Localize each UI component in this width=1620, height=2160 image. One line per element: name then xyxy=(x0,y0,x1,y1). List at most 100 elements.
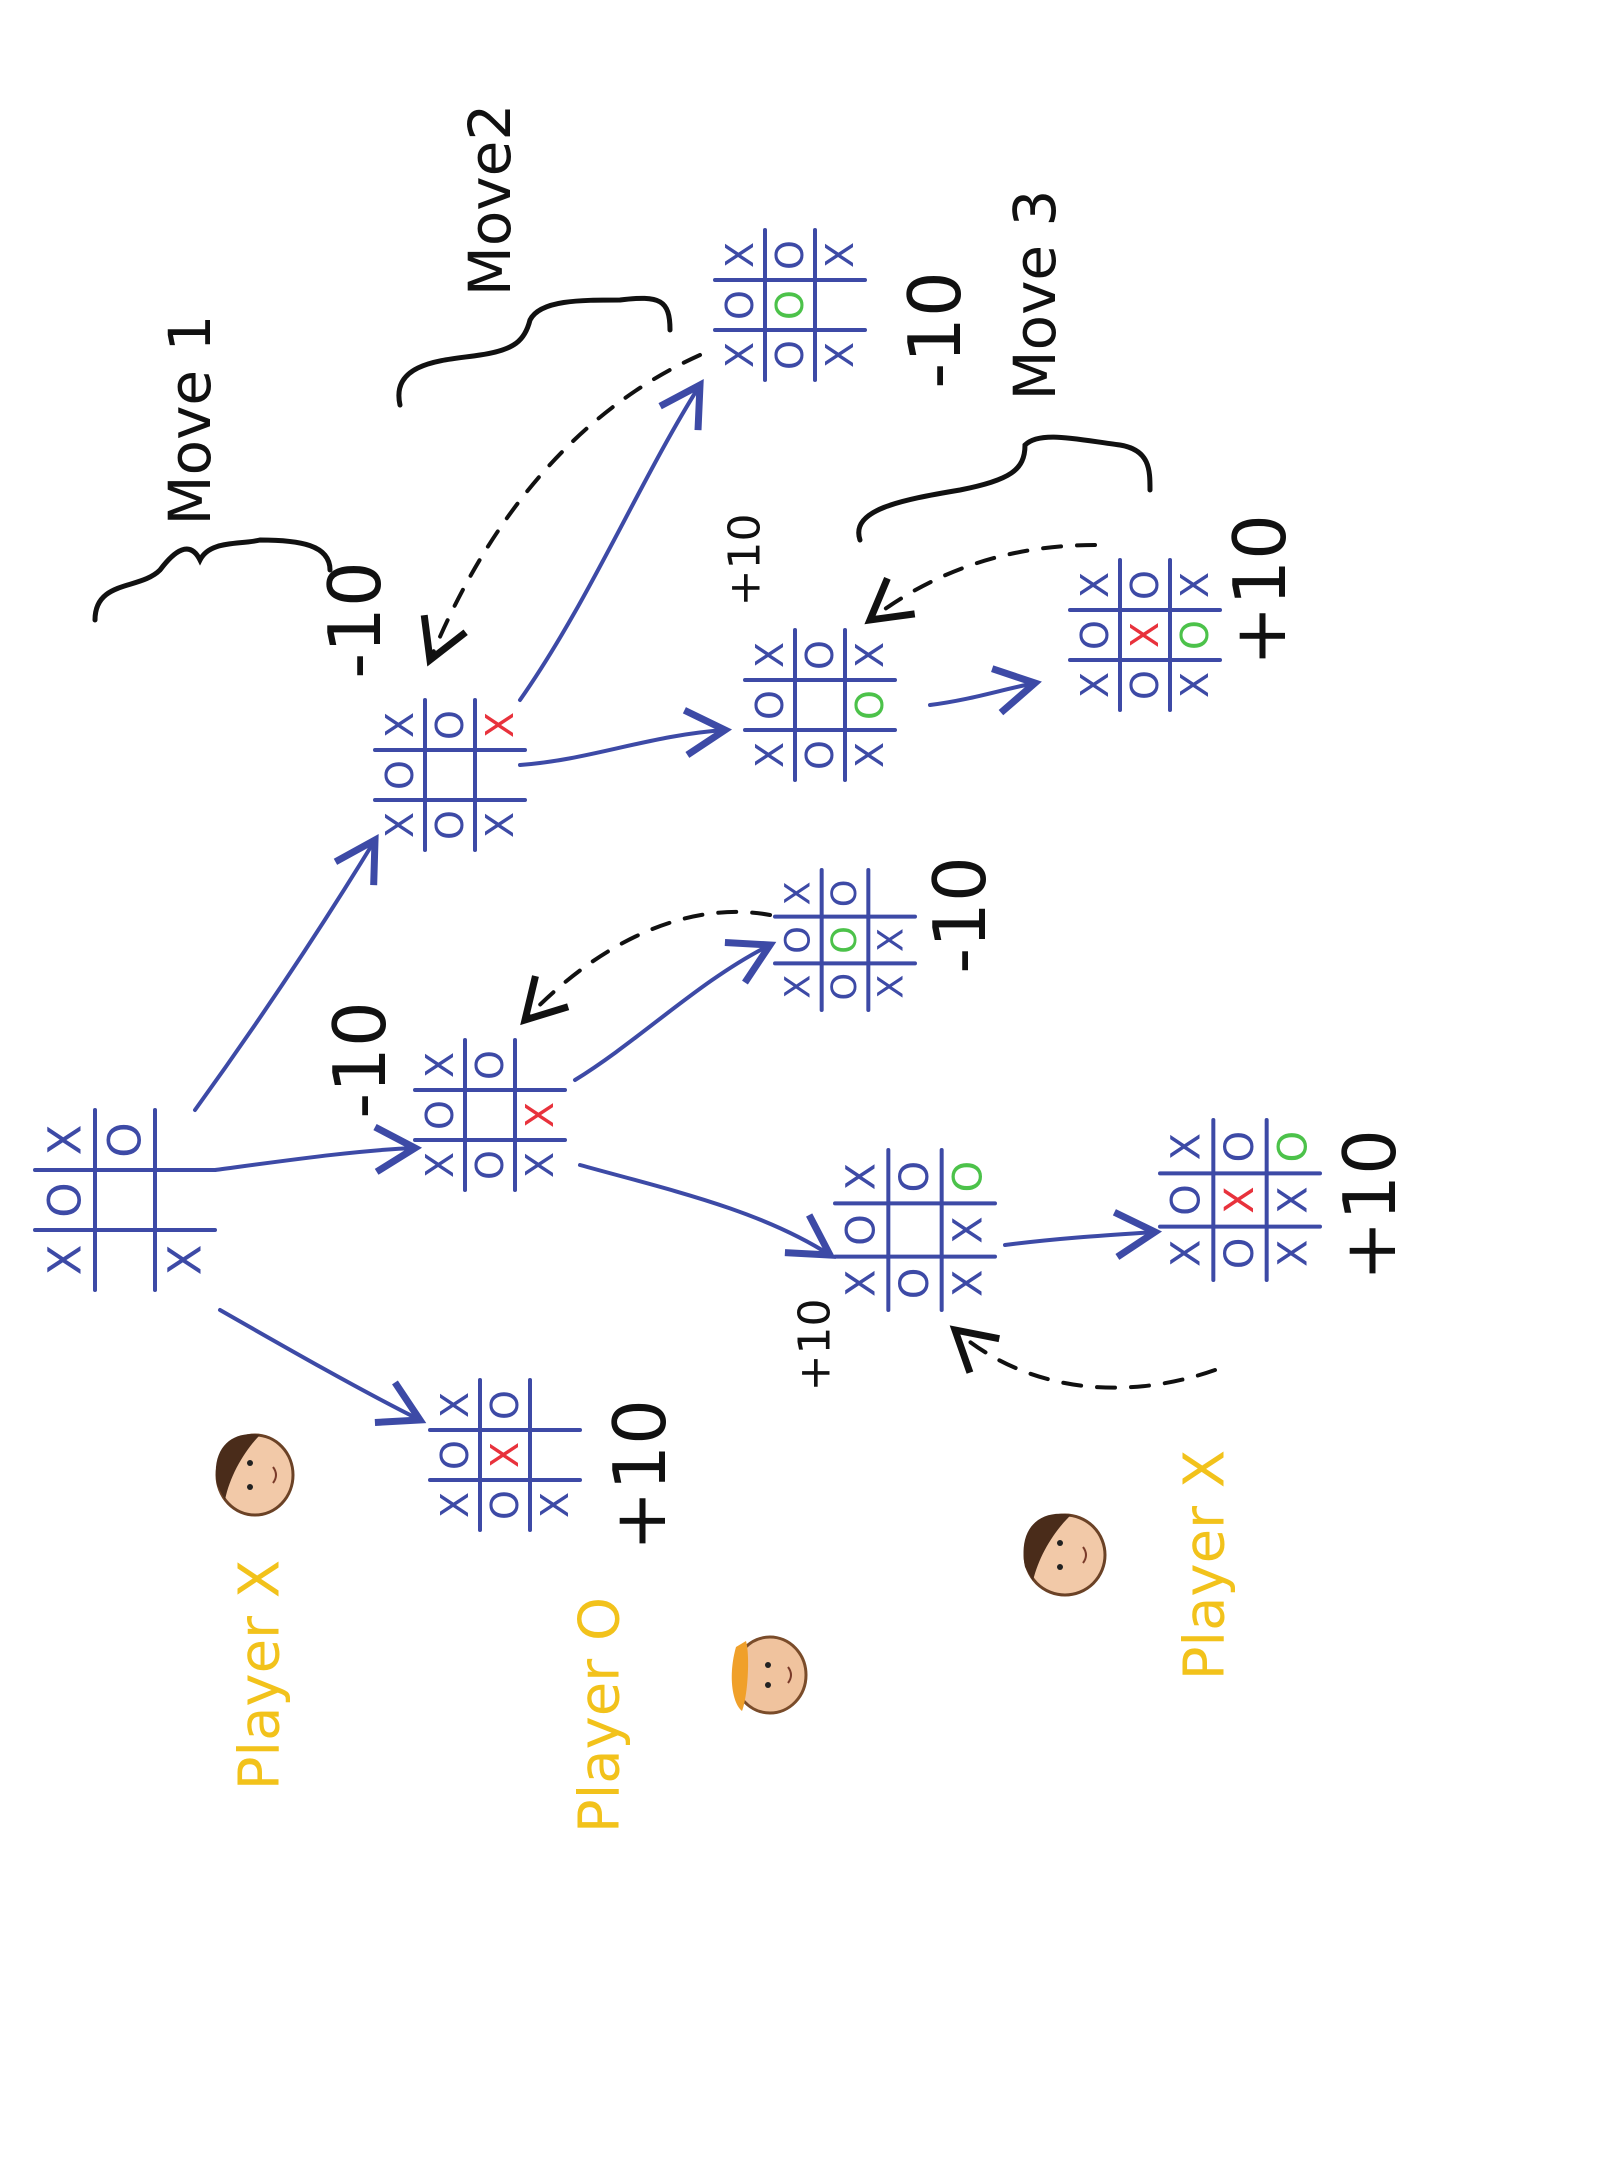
board-cell-o: O xyxy=(468,1050,512,1080)
board-cell-o: O xyxy=(39,1182,92,1217)
board-cell-x: X xyxy=(1123,622,1167,648)
arrow-m2d-m3b xyxy=(1003,1209,1163,1260)
board-cell-x: X xyxy=(778,975,818,999)
score-labels: -10 -10 +10 -10 +10 -10 +10 +10 +10 xyxy=(313,271,1412,1551)
score-m3b: +10 xyxy=(1328,1129,1412,1281)
board-cell-x: X xyxy=(39,1245,92,1276)
move-1-label: Move 1 xyxy=(156,315,224,526)
arrow-root-m1c xyxy=(218,1308,427,1426)
board-grid xyxy=(1158,1118,1322,1282)
board-cell-x: X xyxy=(433,1392,477,1418)
board-cell-o: O xyxy=(1164,1184,1210,1215)
board-grid xyxy=(713,228,867,382)
board-cell-o: O xyxy=(778,926,818,954)
board-cell-x: X xyxy=(718,342,762,368)
board-cell-x: X xyxy=(1217,1186,1263,1213)
board-cell-x: X xyxy=(533,1492,577,1518)
board-cell-x: X xyxy=(518,1152,562,1178)
board-cell-x: X xyxy=(483,1442,527,1468)
board-cell-o: O xyxy=(378,760,422,790)
board-cell-o: O xyxy=(839,1214,885,1245)
board-cell-x: X xyxy=(848,742,892,768)
score-m1a: -10 xyxy=(313,561,397,679)
board-cell-o: O xyxy=(468,1150,512,1180)
board-grid xyxy=(743,628,897,782)
dashed-arrow-m3a-m2b xyxy=(864,543,1097,625)
brace-move-3 xyxy=(856,434,1153,543)
arrow-m1b-m2d xyxy=(578,1163,836,1259)
board-cell-o: O xyxy=(825,973,865,1001)
dashed-arrow-m3b-m2d xyxy=(949,1325,1217,1390)
board-grid xyxy=(773,868,917,1012)
board-cell-x: X xyxy=(1073,672,1117,698)
board-cell-o: O xyxy=(892,1268,938,1299)
brace-move-2 xyxy=(396,295,673,408)
move-3-label: Move 3 xyxy=(1001,190,1069,401)
avatar-player-o xyxy=(731,1635,808,1715)
board-cell-o: O xyxy=(483,1390,527,1420)
board-cell-x: X xyxy=(872,928,912,952)
brace-move-1 xyxy=(92,537,333,623)
board-cell-x: X xyxy=(478,812,522,838)
player-label-2: Player O xyxy=(568,1597,633,1833)
board-cell-x: X xyxy=(1164,1133,1210,1160)
board-cell-o: O xyxy=(483,1490,527,1520)
board-cell-x: X xyxy=(1270,1240,1316,1267)
score-m2b: +10 xyxy=(720,514,771,607)
dashed-arrow-m2c-m1b xyxy=(520,910,772,1026)
board-cell-o: O xyxy=(1217,1238,1263,1269)
board-cell-x: X xyxy=(418,1152,462,1178)
board-cell-o: O xyxy=(433,1440,477,1470)
board-grid xyxy=(1068,558,1222,712)
board-cell-o: O xyxy=(428,710,472,740)
board-cell-x: X xyxy=(433,1492,477,1518)
score-m3a: +10 xyxy=(1218,514,1302,666)
board-cell-o: O xyxy=(99,1122,152,1157)
arrow-m1b-m2c xyxy=(573,939,777,1082)
board-cell-x: X xyxy=(748,642,792,668)
board-cell-x: X xyxy=(1173,672,1217,698)
board-cell-x: X xyxy=(1270,1186,1316,1213)
board-cell-x: X xyxy=(748,742,792,768)
score-m2d: +10 xyxy=(790,1299,841,1392)
board-cell-o: O xyxy=(1123,670,1167,700)
arrow-root-m1a xyxy=(193,833,379,1112)
board-cell-o: O xyxy=(1173,620,1217,650)
board-cell-o: O xyxy=(768,340,812,370)
score-m2c: -10 xyxy=(918,856,1002,974)
board-cell-o: O xyxy=(848,690,892,720)
board-grid xyxy=(373,698,527,852)
board-grid xyxy=(413,1038,567,1192)
board-cell-o: O xyxy=(892,1161,938,1192)
player-labels: Player X Player O Player X xyxy=(228,1450,1238,1833)
board-cell-x: X xyxy=(945,1270,991,1297)
board-cell-o: O xyxy=(718,290,762,320)
board-cell-x: X xyxy=(818,242,862,268)
board-cell-x: X xyxy=(818,342,862,368)
move-2-label: Move2 xyxy=(456,104,524,296)
board-cell-x: X xyxy=(39,1125,92,1156)
board-cell-x: X xyxy=(378,712,422,738)
arrow-m2b-m3a xyxy=(928,665,1042,716)
avatar-player-x-1 xyxy=(215,1433,295,1517)
player-label-1: Player X xyxy=(228,1560,293,1790)
board-cell-o: O xyxy=(418,1100,462,1130)
board-cell-x: X xyxy=(778,881,818,905)
board-cell-x: X xyxy=(518,1102,562,1128)
board-cell-x: X xyxy=(872,975,912,999)
board-cell-x: X xyxy=(1073,572,1117,598)
score-m1b: -10 xyxy=(318,1001,402,1119)
score-m2a: -10 xyxy=(893,271,977,389)
board-cell-x: X xyxy=(159,1245,212,1276)
board-grid xyxy=(428,1378,582,1532)
board-cell-x: X xyxy=(945,1216,991,1243)
board-cell-x: X xyxy=(1173,572,1217,598)
